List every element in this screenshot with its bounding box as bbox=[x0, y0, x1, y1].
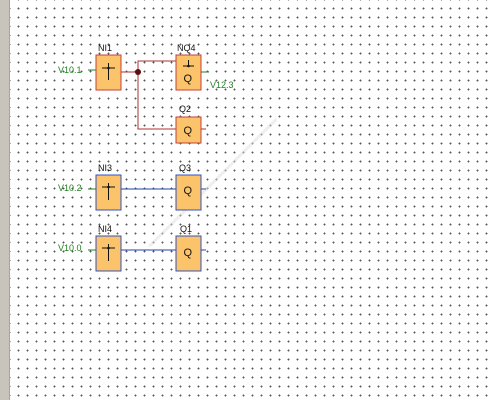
block-label-q1: Q1 bbox=[180, 224, 192, 234]
block-q3[interactable]: Q bbox=[175, 174, 202, 211]
block-nq4[interactable]: Q bbox=[175, 54, 202, 91]
block-label-ni4: NI4 bbox=[98, 224, 112, 234]
block-label-ni1: NI1 bbox=[98, 43, 112, 53]
block-label-q3: Q3 bbox=[179, 163, 191, 173]
block-q2[interactable]: Q bbox=[175, 116, 202, 144]
var-ni1-in: V10.1 bbox=[58, 65, 82, 75]
network-3: NI4 V10.0 Q Q1 bbox=[58, 224, 206, 272]
watermark bbox=[148, 118, 278, 248]
nq4-symbol: Q bbox=[184, 73, 193, 85]
left-panel-edge bbox=[0, 0, 10, 400]
q1-symbol: Q bbox=[184, 247, 193, 259]
diagram-canvas[interactable] bbox=[10, 0, 493, 400]
wire-ni1-q2[interactable] bbox=[137, 72, 176, 130]
var-ni4-in: V10.0 bbox=[58, 243, 82, 253]
block-ni4[interactable] bbox=[95, 235, 122, 272]
junction-dot bbox=[135, 69, 141, 75]
network-1: NI1 V10.1 Q NQ4 V12.3 Q Q2 bbox=[58, 43, 234, 144]
network-2: NI3 V10.2 Q Q3 bbox=[58, 163, 206, 211]
block-label-q2: Q2 bbox=[179, 104, 191, 114]
block-ni1[interactable] bbox=[95, 54, 122, 91]
block-label-ni3: NI3 bbox=[98, 163, 112, 173]
var-ni3-in: V10.2 bbox=[58, 183, 82, 193]
q3-symbol: Q bbox=[184, 185, 193, 197]
wire-ni1-nq4[interactable] bbox=[121, 60, 176, 73]
q2-symbol: Q bbox=[184, 125, 193, 137]
var-nq4-out: V12.3 bbox=[210, 80, 234, 90]
block-q1[interactable]: Q bbox=[175, 235, 202, 272]
block-ni3[interactable] bbox=[95, 174, 122, 211]
block-label-nq4: NQ4 bbox=[177, 43, 196, 53]
